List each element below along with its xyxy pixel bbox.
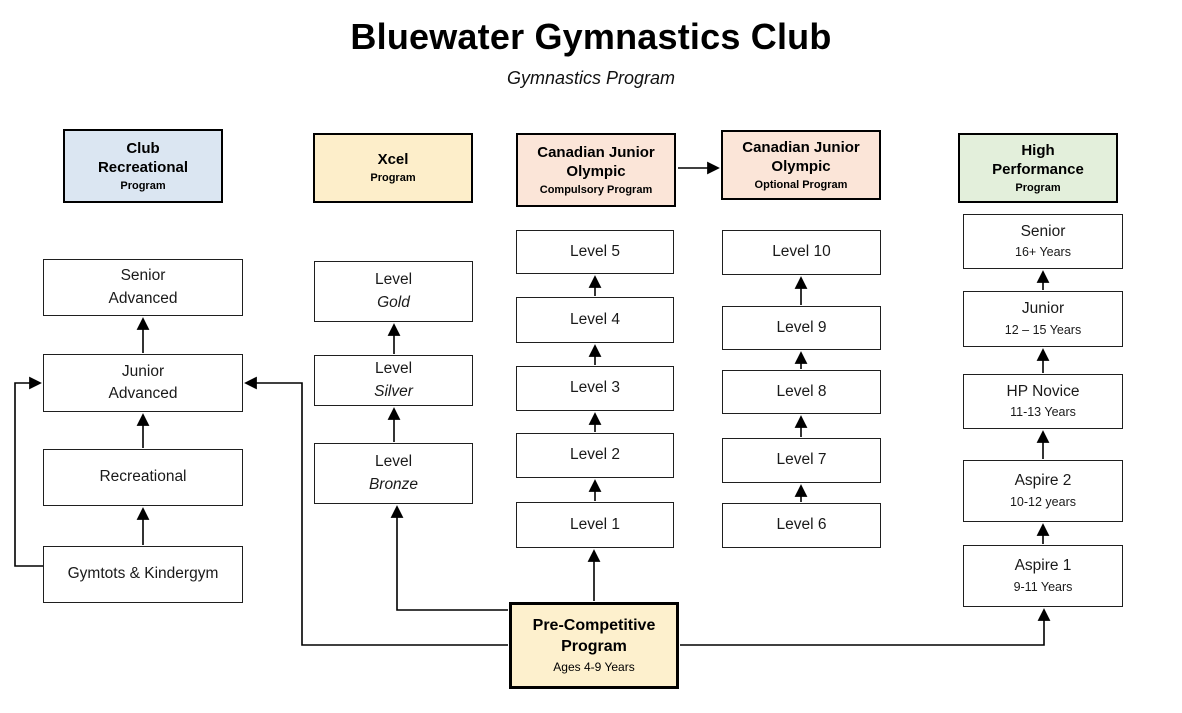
node-line1: Gymtots & Kindergym [67,565,219,583]
header-sub: Program [370,172,416,185]
node-line2: Advanced [108,385,178,402]
node-level-8: Level 8 [722,370,881,414]
node-level-silver: Level Silver [314,355,473,406]
header-line1: Xcel [377,151,409,169]
header-cjo-optional: Canadian Junior Olympic Optional Program [721,130,881,200]
header-line2: Performance [992,161,1084,179]
node-level-5: Level 5 [516,230,674,274]
node-line1: Senior [1020,222,1066,240]
node-line2: Advanced [108,289,178,307]
node-junior-advanced: Junior Advanced [43,354,243,412]
node-line1: Aspire 1 [1014,557,1072,575]
node-level-7: Level 7 [722,438,881,483]
header-line2: Olympic [566,163,626,181]
header-line1: Canadian Junior [537,143,655,161]
node-line1: Level 2 [570,446,620,464]
node-line1: Level 5 [570,242,620,260]
connector-precomp-bronze [390,505,508,611]
node-line1: Senior [120,267,166,285]
node-level-bronze: Level Bronze [314,443,473,504]
node-line1: Level 4 [570,310,620,328]
connector-precomp-junioradv [244,376,508,646]
node-line1: Level [374,271,413,289]
page-subtitle: Gymnastics Program [506,68,676,88]
node-line2: 10-12 years [1009,494,1076,509]
header-line1: Canadian Junior [742,138,860,156]
node-line2: Program [561,637,627,655]
header-xcel: Xcel Program [313,133,473,203]
node-line2: Bronze [368,475,419,493]
node-line2: 12 – 15 Years [1004,322,1082,337]
header-line2: Recreational [97,159,189,177]
node-line1: Level 7 [776,451,827,469]
node-line2: 16+ Years [1015,245,1071,260]
node-line1: Junior [121,362,165,380]
node-line1: Junior [1021,300,1065,318]
page-title: Bluewater Gymnastics Club [350,16,832,57]
node-line1: Level 6 [776,516,827,534]
node-line1: HP Novice [1006,382,1080,400]
header-sub: Program [120,180,166,193]
node-hp-novice: HP Novice 11-13 Years [963,374,1123,429]
node-level-3: Level 3 [516,366,674,411]
node-aspire-2: Aspire 2 10-12 years [963,460,1123,522]
node-line1: Level 10 [772,243,831,261]
node-level-9: Level 9 [722,306,881,350]
node-line1: Aspire 2 [1014,472,1072,490]
node-hp-junior: Junior 12 – 15 Years [963,291,1123,347]
node-line2: Silver [374,382,413,400]
node-senior-advanced: Senior Advanced [43,259,243,316]
node-level-2: Level 2 [516,433,674,478]
header-club-recreational: Club Recreational Program [63,129,223,203]
node-line2: Gold [377,293,410,311]
node-line1: Level 8 [776,382,827,400]
node-gymtots-kindergym: Gymtots & Kindergym [43,546,243,603]
node-line1: Level 9 [776,318,827,336]
node-sub: Ages 4-9 Years [553,659,635,674]
header-cjo-compulsory: Canadian Junior Olympic Compulsory Progr… [516,133,676,207]
header-line2: Olympic [771,158,831,176]
header-sub: Compulsory Program [539,184,653,197]
node-line2: 9-11 Years [1013,579,1073,594]
node-level-1: Level 1 [516,502,674,548]
connector-gymtots-junioradv-elbow [14,376,43,567]
node-line1: Level [374,453,413,471]
node-level-6: Level 6 [722,503,881,548]
header-line1: Club [126,139,160,157]
header-high-performance: High Performance Program [958,133,1118,203]
node-line1: Recreational [99,468,187,486]
node-level-4: Level 4 [516,297,674,343]
header-line1: High [1021,141,1055,159]
node-level-gold: Level Gold [314,261,473,322]
node-aspire-1: Aspire 1 9-11 Years [963,545,1123,607]
header-sub: Program [1015,182,1061,195]
node-line1: Level 3 [570,379,620,397]
node-pre-competitive: Pre-Competitive Program Ages 4-9 Years [509,602,679,689]
node-line1: Pre-Competitive [532,617,656,635]
node-recreational: Recreational [43,449,243,506]
node-level-10: Level 10 [722,230,881,275]
node-hp-senior: Senior 16+ Years [963,214,1123,269]
connector-precomp-aspire1 [680,608,1051,646]
node-line1: Level [374,360,413,378]
node-line2: 11-13 Years [1010,405,1076,420]
header-sub: Optional Program [754,179,848,192]
node-line1: Level 1 [570,515,620,533]
